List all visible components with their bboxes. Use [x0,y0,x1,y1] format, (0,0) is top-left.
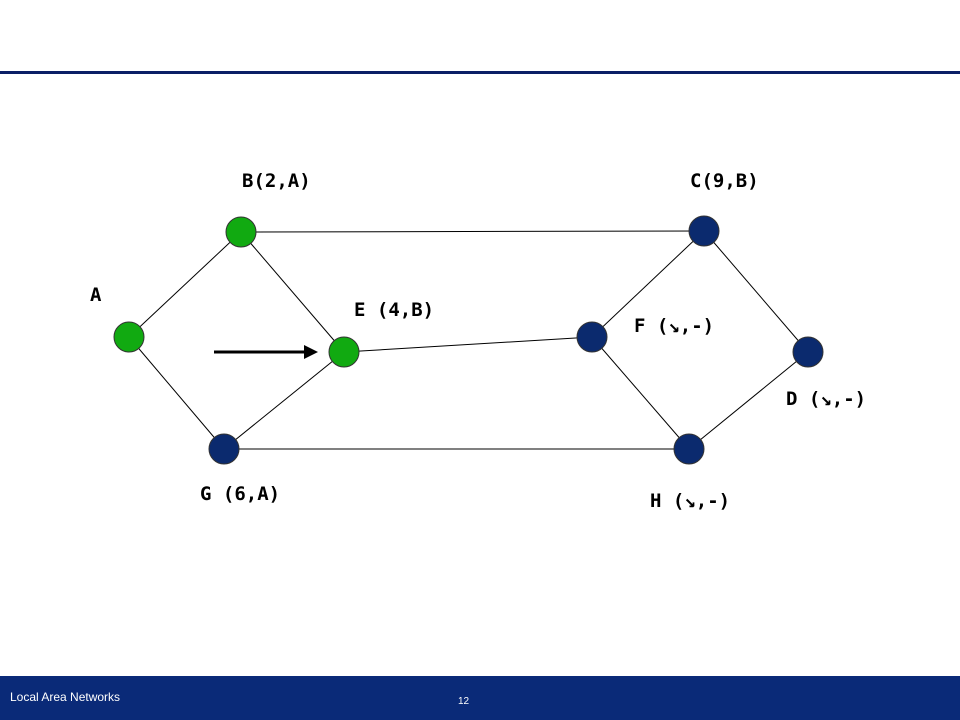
nodes-layer [113,215,824,465]
edge-a-b [128,231,242,338]
edge-f-h [591,336,690,450]
node-label-a: A [90,284,102,306]
current-node-pointer [214,345,318,359]
page-number: 12 [458,696,470,707]
edge-b-e [240,231,345,353]
edge-e-f [343,336,593,353]
edge-b-c [240,230,705,233]
node-label-d: D (↘,-) [786,388,866,410]
title-rule [0,71,960,74]
slide-footer: Local Area Networks 12 [0,676,960,720]
node-b [225,216,257,248]
node-label-f: F (↘,-) [634,315,714,337]
network-graph: A B(2,A) E (4,B) G (6,A) C(9,B) F (↘,-) D (↘,-… [90,170,866,512]
edge-h-d [688,351,809,450]
node-label-e: E (4,B) [354,299,434,321]
node-c [688,215,720,247]
node-label-g: G (6,A) [200,483,280,505]
node-d [792,336,824,368]
edge-a-g [128,336,225,450]
edges-layer [128,230,809,450]
edge-c-f [591,230,705,338]
edge-c-d [703,230,809,353]
node-label-h: H (↘,-) [650,490,730,512]
footer-title: Local Area Networks [10,690,121,704]
node-f [576,321,608,353]
node-a [113,321,145,353]
arrow-head-icon [304,345,318,359]
node-e [328,336,360,368]
node-h [673,433,705,465]
node-label-b: B(2,A) [242,170,311,192]
node-g [208,433,240,465]
node-label-c: C(9,B) [690,170,759,192]
labels-layer: A B(2,A) E (4,B) G (6,A) C(9,B) F (↘,-) D (↘,-… [90,170,866,512]
edge-g-e [223,351,345,450]
